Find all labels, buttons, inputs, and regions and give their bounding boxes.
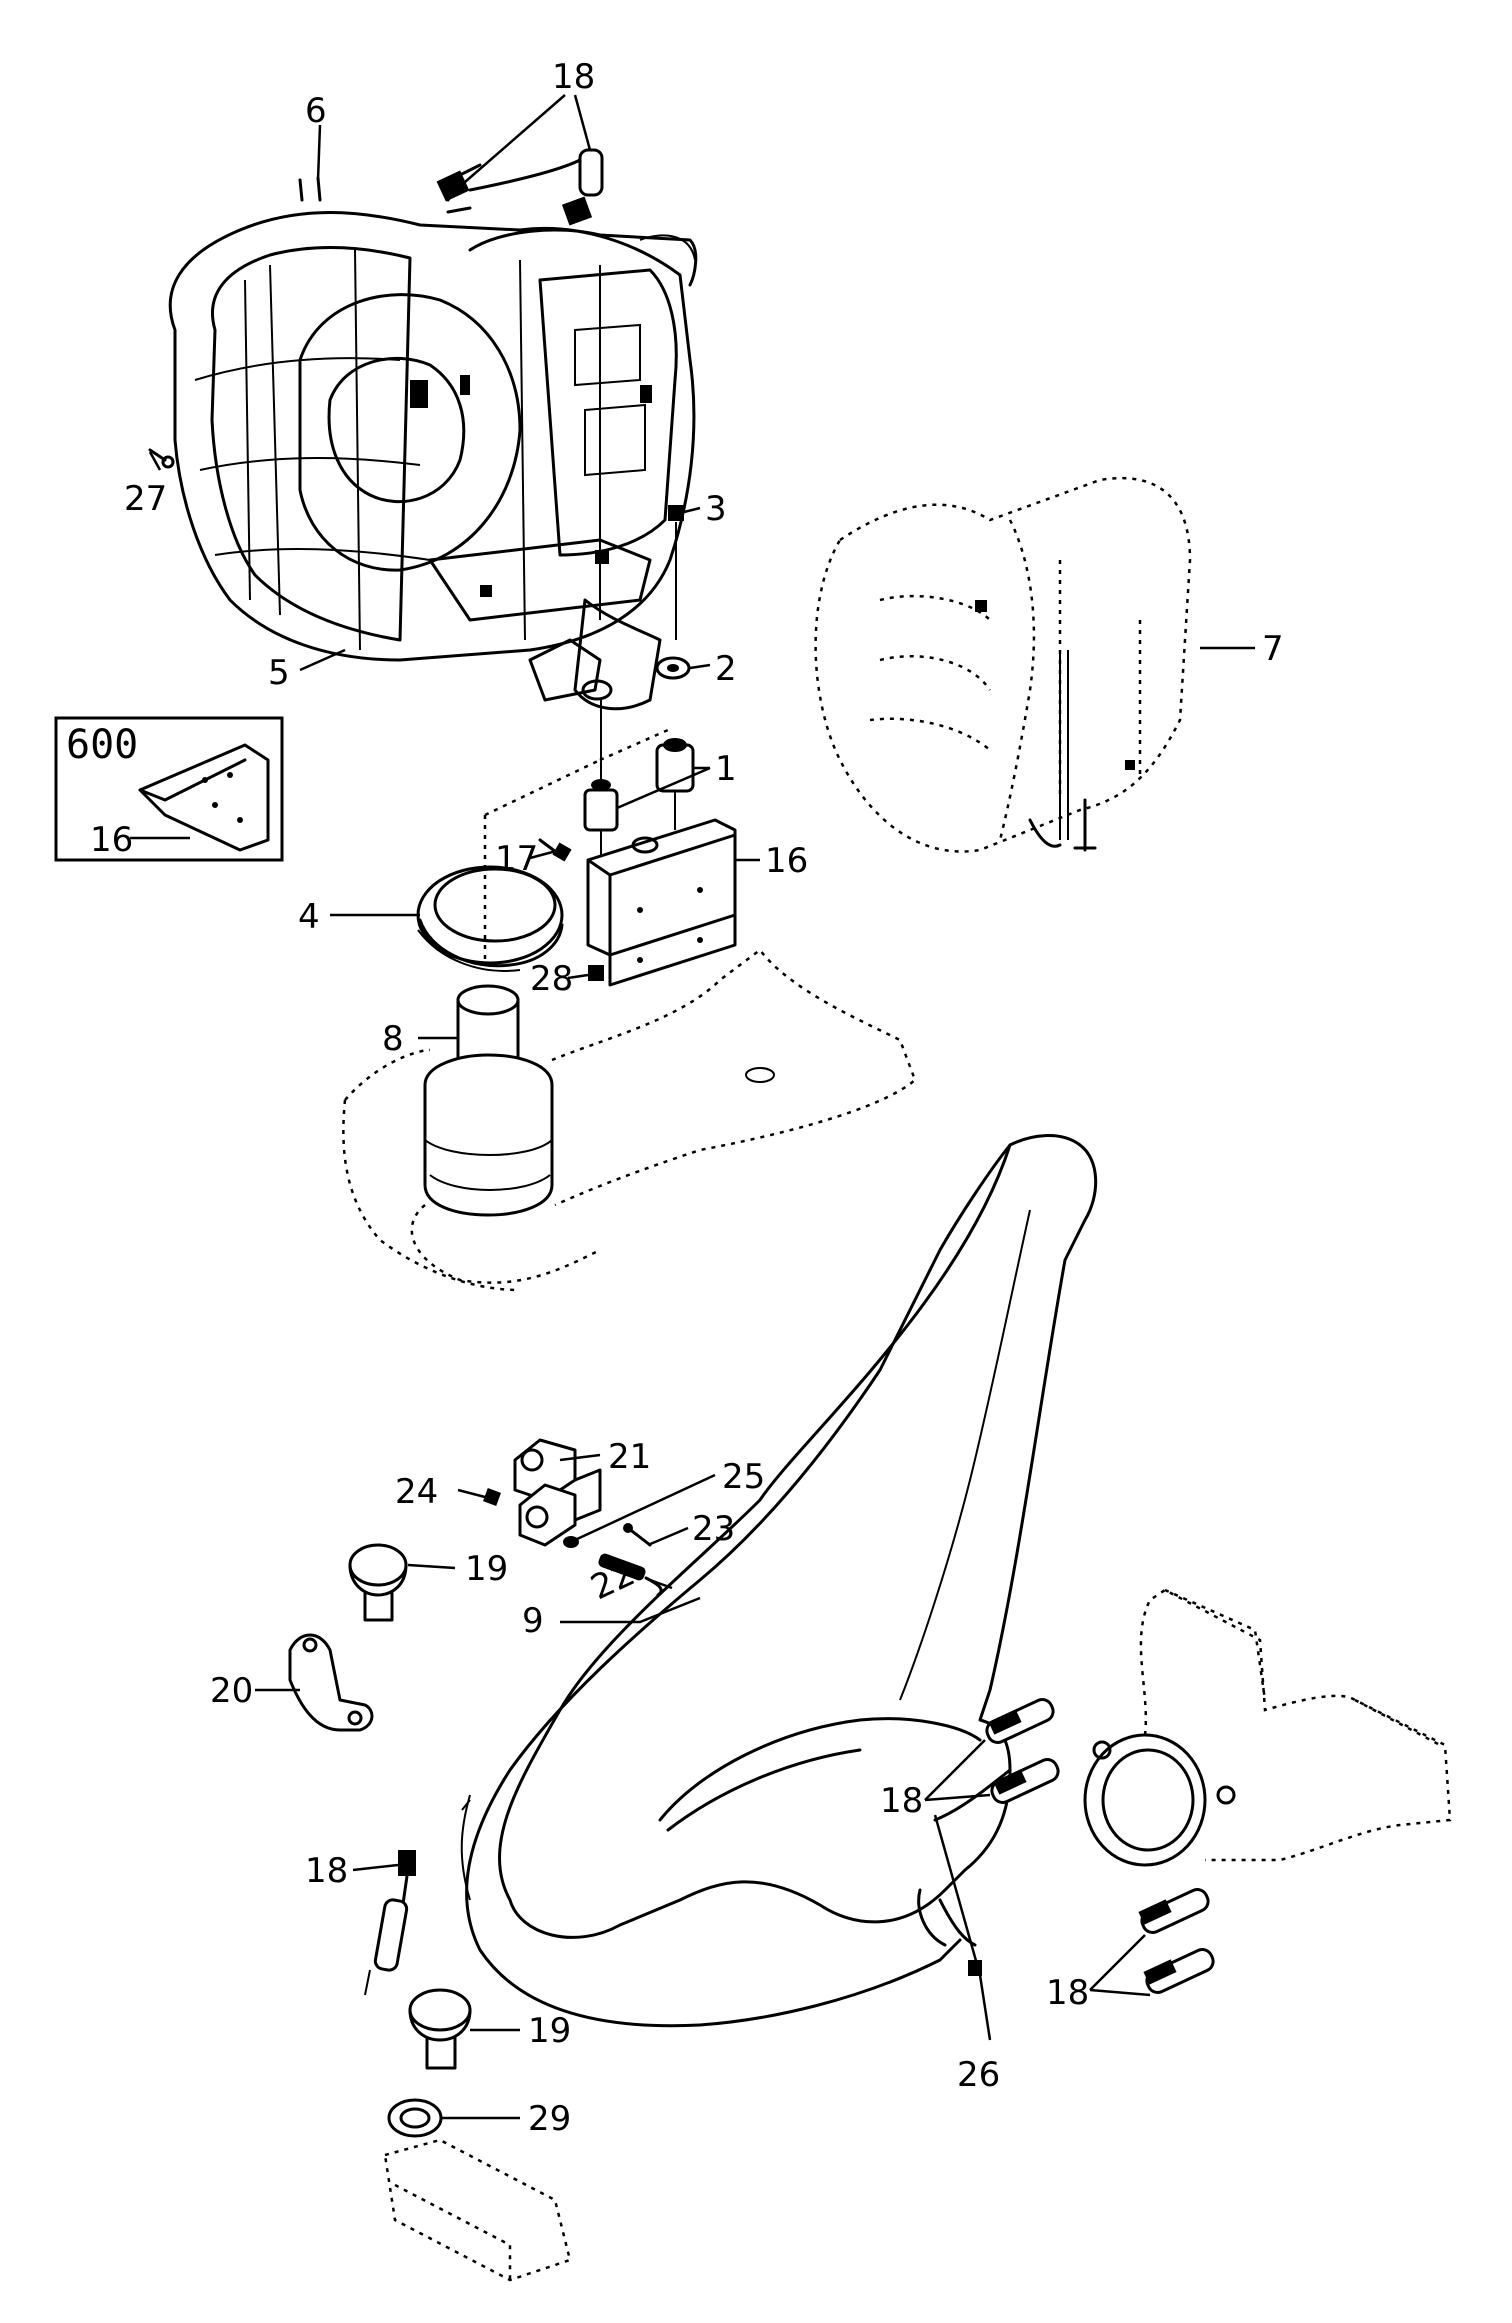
bracket-21 xyxy=(513,1438,602,1547)
grommet-19-upper xyxy=(348,1543,408,1622)
exhaust-pipe-9 xyxy=(460,1134,1098,2028)
callout-5: 5 xyxy=(268,653,290,693)
inset-label: 600 xyxy=(66,722,138,768)
airbox-assembly xyxy=(168,176,698,711)
spring-right-pair xyxy=(1138,1888,1215,1994)
spring-mid-pair xyxy=(985,1698,1060,1804)
callout-19-lower: 19 xyxy=(528,2011,571,2051)
spring-22 xyxy=(598,1553,663,1597)
washer-25 xyxy=(563,1536,579,1548)
screw-17 xyxy=(538,838,572,862)
base-plate-hole xyxy=(745,1067,775,1083)
callout-7: 7 xyxy=(1262,629,1284,669)
spring-top-pair xyxy=(436,148,604,226)
callout-24: 24 xyxy=(395,1472,438,1512)
washer-29 xyxy=(387,2098,443,2138)
callout-25: 25 xyxy=(722,1457,765,1497)
washer-2 xyxy=(655,656,691,680)
callout-3: 3 xyxy=(705,489,727,529)
screw-23 xyxy=(623,1523,652,1547)
column-8 xyxy=(423,984,554,1217)
callout-20: 20 xyxy=(210,1671,253,1711)
callout-18-mid: 18 xyxy=(880,1781,923,1821)
callout-8: 8 xyxy=(382,1019,404,1059)
clamp-20 xyxy=(288,1633,374,1732)
callout-18-left: 18 xyxy=(305,1851,348,1891)
callout-16: 16 xyxy=(765,841,808,881)
callout-29: 29 xyxy=(528,2099,571,2139)
callout-17: 17 xyxy=(495,839,538,879)
nut-28 xyxy=(588,965,604,981)
callout-9: 9 xyxy=(522,1601,544,1641)
callout-4: 4 xyxy=(298,897,320,937)
callout-18-right: 18 xyxy=(1046,1973,1089,2013)
grommet-19-lower xyxy=(408,1988,472,2070)
callout-19-upper: 19 xyxy=(465,1549,508,1589)
callout-21: 21 xyxy=(608,1437,651,1477)
cup-4 xyxy=(416,865,564,972)
inset-box-600: 600 xyxy=(54,716,284,862)
callout-16-inset: 16 xyxy=(90,820,133,860)
callout-27: 27 xyxy=(124,479,167,519)
callout-28: 28 xyxy=(530,959,573,999)
callout-labels: 18 6 27 3 5 7 2 1 16 17 16 4 28 8 21 24 … xyxy=(90,57,1284,2139)
screw-27 xyxy=(148,448,175,469)
callout-26: 26 xyxy=(957,2055,1000,2095)
exhaust-manifold xyxy=(1083,1588,1452,1867)
callout-6: 6 xyxy=(305,91,327,131)
lower-bracket xyxy=(383,2138,572,2282)
bolt-3 xyxy=(668,505,684,640)
callout-1: 1 xyxy=(715,749,737,789)
spring-left xyxy=(364,1850,416,1996)
shell-7 xyxy=(814,476,1192,853)
bracket-16 xyxy=(586,818,737,987)
leader-lines xyxy=(148,94,1255,2120)
nut-24 xyxy=(483,1488,501,1506)
guide-line-b xyxy=(484,728,669,817)
callout-2: 2 xyxy=(715,649,737,689)
callout-22: 22 xyxy=(585,1554,641,1609)
callout-23: 23 xyxy=(692,1509,735,1549)
callout-18: 18 xyxy=(552,57,595,97)
